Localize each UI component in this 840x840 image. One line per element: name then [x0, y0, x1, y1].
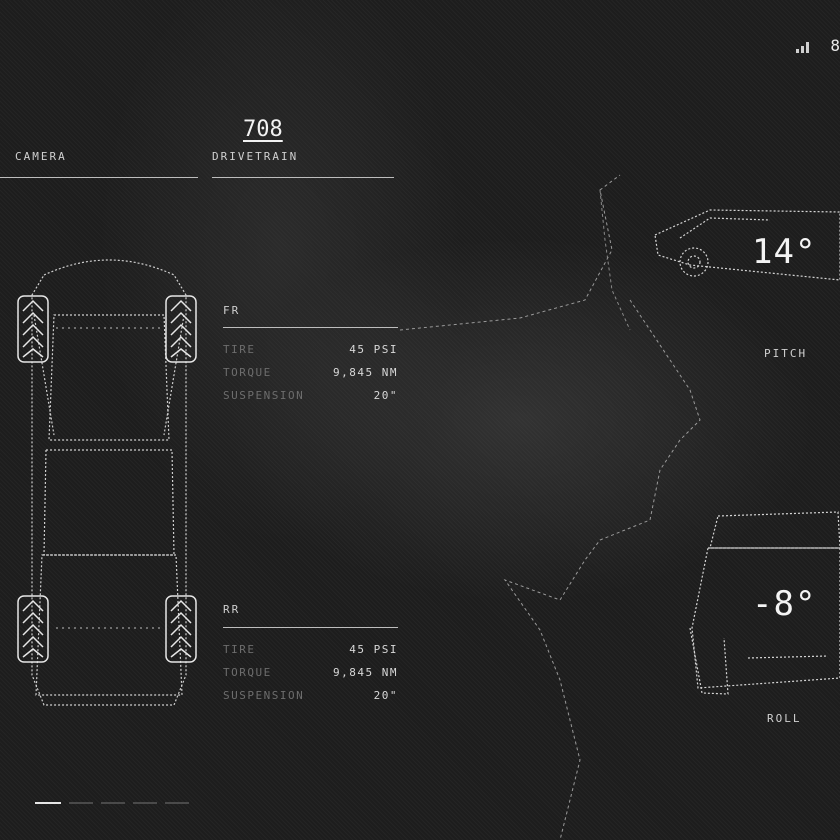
rr-tire-value: 45 PSI — [349, 643, 398, 656]
tire-front-left-icon[interactable] — [17, 295, 49, 363]
fr-suspension-value: 20" — [373, 389, 398, 402]
status-bar: 8 — [795, 36, 840, 55]
tab-camera[interactable]: CAMERA — [15, 150, 67, 163]
tab-drivetrain-underline — [212, 177, 394, 178]
fr-tire-value: 45 PSI — [349, 343, 398, 356]
battery-readout: 8 — [830, 36, 840, 55]
pitch-value: 14° — [752, 232, 817, 272]
rr-suspension-row: SUSPENSION 20" — [223, 689, 398, 702]
rr-torque-key: TORQUE — [223, 666, 272, 679]
roll-value: -8° — [752, 584, 817, 624]
car-topdown-diagram — [31, 259, 187, 706]
rr-tire-row: TIRE 45 PSI — [223, 643, 398, 656]
rr-torque-value: 9,845 NM — [333, 666, 398, 679]
page-dot-5[interactable] — [165, 802, 189, 804]
page-dot-2[interactable] — [69, 802, 93, 804]
tire-front-right-icon[interactable] — [165, 295, 197, 363]
fr-title: FR — [223, 304, 241, 317]
pitch-label: PITCH — [764, 347, 808, 360]
vehicle-side-view-icon — [654, 209, 840, 281]
page-dot-3[interactable] — [101, 802, 125, 804]
fr-divider — [223, 327, 398, 328]
drivetrain-count: 708 — [243, 117, 283, 142]
fr-tire-row: TIRE 45 PSI — [223, 343, 398, 356]
rr-suspension-value: 20" — [373, 689, 398, 702]
tire-rear-right-icon[interactable] — [165, 595, 197, 663]
rr-suspension-key: SUSPENSION — [223, 689, 305, 702]
fr-suspension-row: SUSPENSION 20" — [223, 389, 398, 402]
rr-torque-row: TORQUE 9,845 NM — [223, 666, 398, 679]
rr-title: RR — [223, 603, 241, 616]
fr-torque-value: 9,845 NM — [333, 366, 398, 379]
rr-tire-key: TIRE — [223, 643, 256, 656]
rr-divider — [223, 627, 398, 628]
vehicle-rear-view-icon — [689, 511, 840, 695]
page-dot-4[interactable] — [133, 802, 157, 804]
page-dot-1[interactable] — [35, 802, 61, 804]
tab-drivetrain[interactable]: DRIVETRAIN — [212, 150, 299, 163]
roll-label: ROLL — [767, 712, 802, 725]
fr-torque-row: TORQUE 9,845 NM — [223, 366, 398, 379]
tab-camera-underline — [0, 177, 198, 178]
fr-tire-key: TIRE — [223, 343, 256, 356]
signal-icon — [795, 41, 809, 53]
page-indicator[interactable] — [35, 789, 197, 808]
fr-torque-key: TORQUE — [223, 366, 272, 379]
fr-suspension-key: SUSPENSION — [223, 389, 305, 402]
tire-rear-left-icon[interactable] — [17, 595, 49, 663]
